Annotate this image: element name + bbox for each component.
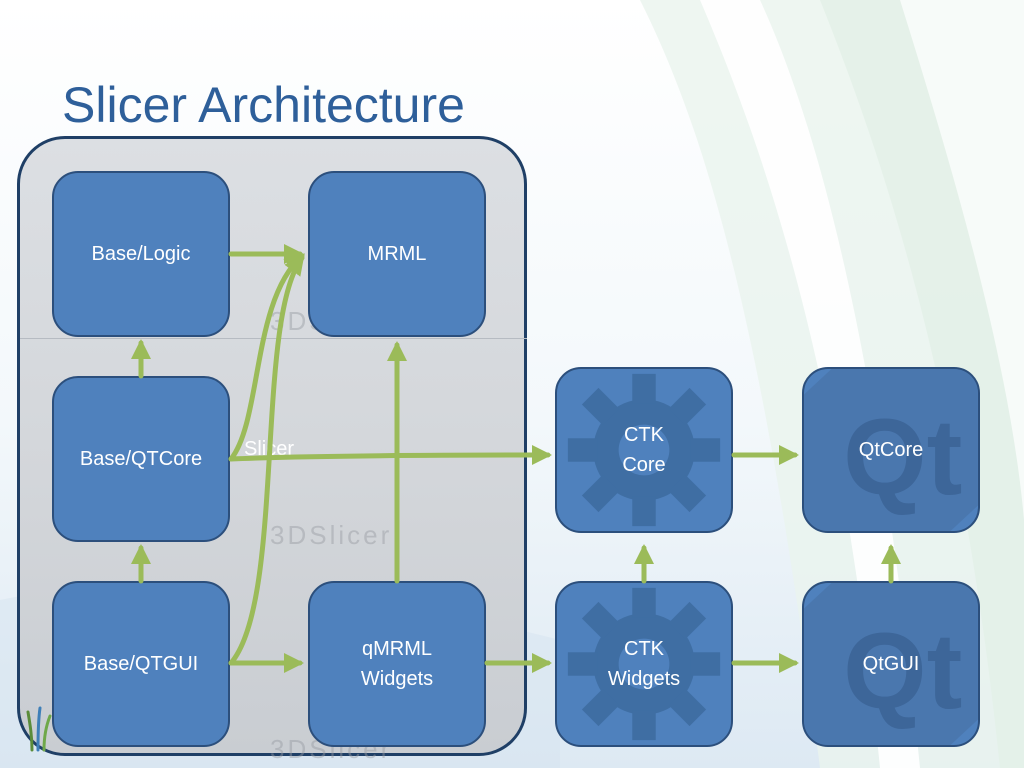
qt-logo-icon: Qt — [804, 369, 978, 531]
node-label: Base/Logic — [91, 243, 191, 265]
node-label: Base/QTGUI — [83, 653, 199, 675]
slicer-logo-icon — [26, 706, 52, 752]
node-label: CTK Widgets — [607, 638, 681, 690]
node-label: QtCore — [858, 439, 924, 461]
node-label: QtGUI — [862, 653, 920, 675]
svg-text:Qt: Qt — [843, 397, 962, 517]
gear-icon — [567, 587, 721, 741]
node-label: qMRML Widgets — [360, 638, 434, 690]
qt-logo-icon: Qt — [804, 583, 978, 745]
slide-title: Slicer Architecture — [62, 77, 465, 133]
node-qtgui: Qt QtGUI — [802, 581, 980, 747]
panel-divider — [20, 338, 527, 339]
node-base-qtcore: Base/QTCore — [52, 376, 230, 542]
node-label: Base/QTCore — [79, 448, 203, 470]
node-base-qtgui: Base/QTGUI — [52, 581, 230, 747]
node-ctk-core: CTK Core — [555, 367, 733, 533]
node-label: CTK Core — [622, 424, 666, 476]
gear-icon — [567, 373, 721, 527]
node-qmrml-widgets: qMRML Widgets — [308, 581, 486, 747]
node-qtcore: Qt QtCore — [802, 367, 980, 533]
svg-text:Qt: Qt — [843, 611, 962, 731]
watermark: 3DSlicer — [270, 520, 393, 550]
node-mrml: MRML — [308, 171, 486, 337]
node-ctk-widgets: CTK Widgets — [555, 581, 733, 747]
node-label: MRML — [367, 243, 427, 265]
node-base-logic: Base/Logic — [52, 171, 230, 337]
slicer-label: Slicer — [244, 438, 295, 460]
